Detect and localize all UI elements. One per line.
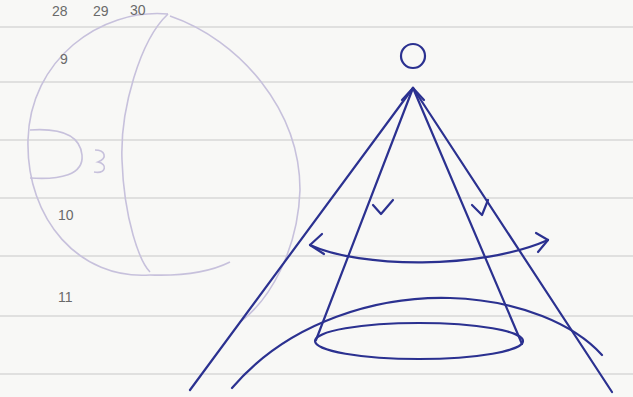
line-number: 10	[58, 207, 74, 223]
line-number: 29	[93, 3, 109, 19]
ruled-lines	[0, 27, 633, 374]
line-number: 30	[130, 2, 146, 18]
line-number: 28	[52, 4, 68, 18]
line-number: 9	[60, 52, 68, 66]
line-number: 29	[93, 4, 109, 18]
cone-sketch	[190, 44, 612, 392]
line-number: 30	[130, 3, 146, 17]
line-number: 11	[58, 289, 73, 305]
line-number: 9	[60, 51, 68, 67]
line-number: 11	[58, 290, 73, 304]
line-number: 28	[52, 3, 68, 19]
line-number: 10	[58, 208, 74, 222]
faint-pencil-shapes	[28, 14, 300, 322]
